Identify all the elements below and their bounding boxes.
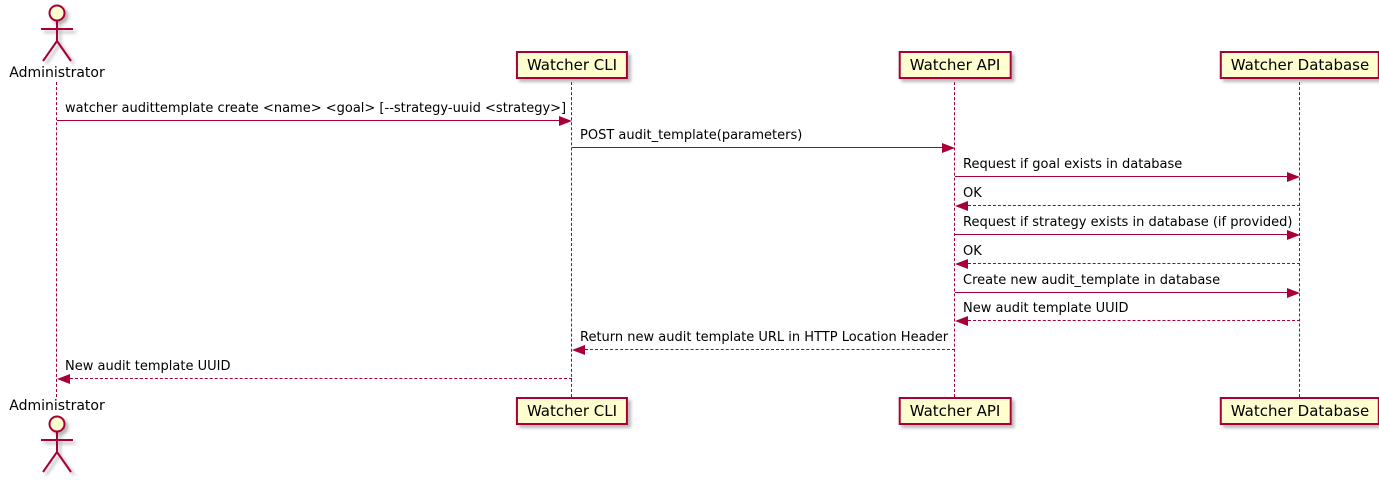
message-8-line: [968, 320, 1300, 321]
message-1-arrowhead: [559, 116, 572, 126]
participant-cli-bottom: Watcher CLI: [515, 397, 629, 425]
participant-cli-top: Watcher CLI: [515, 51, 629, 79]
message-2-arrowhead: [942, 143, 955, 153]
message-8-arrowhead: [955, 316, 968, 326]
lifeline-cli: [571, 82, 572, 397]
message-2-label: POST audit_template(parameters): [580, 128, 803, 143]
message-7-label: Create new audit_template in database: [963, 273, 1221, 288]
message-9-arrowhead: [572, 345, 585, 355]
message-8-label: New audit template UUID: [963, 301, 1129, 316]
message-5-line: [955, 234, 1287, 235]
message-10-arrowhead: [57, 374, 70, 384]
message-4-arrowhead: [955, 201, 968, 211]
message-6-arrowhead: [955, 259, 968, 269]
message-6-line: [968, 263, 1300, 264]
message-9-line: [585, 349, 955, 350]
message-5-label: Request if strategy exists in database (…: [963, 215, 1293, 230]
message-1-label: watcher audittemplate create <name> <goa…: [65, 101, 567, 116]
message-7-arrowhead: [1287, 288, 1300, 298]
participant-db-top: Watcher Database: [1219, 51, 1379, 79]
message-10-line: [70, 378, 572, 379]
message-7-line: [955, 292, 1287, 293]
message-4-label: OK: [963, 186, 982, 201]
message-4-line: [968, 205, 1300, 206]
actor-stick-figure-icon: [41, 415, 73, 473]
actor-admin-top-label: Administrator: [9, 65, 105, 81]
message-1-line: [57, 120, 559, 121]
lifeline-api: [954, 82, 955, 397]
participant-db-bottom: Watcher Database: [1219, 397, 1379, 425]
actor-admin-top-figure: [25, 3, 89, 67]
message-3-label: Request if goal exists in database: [963, 157, 1183, 172]
message-5-arrowhead: [1287, 230, 1300, 240]
message-10-label: New audit template UUID: [65, 359, 231, 374]
message-2-line: [572, 147, 942, 148]
message-3-arrowhead: [1287, 172, 1300, 182]
actor-admin-bottom-figure: [25, 414, 89, 478]
message-3-line: [955, 176, 1287, 177]
participant-api-bottom: Watcher API: [898, 397, 1012, 425]
lifeline-admin: [56, 82, 57, 397]
message-9-label: Return new audit template URL in HTTP Lo…: [580, 330, 949, 345]
message-6-label: OK: [963, 244, 982, 259]
actor-stick-figure-icon: [41, 4, 73, 62]
participant-api-top: Watcher API: [898, 51, 1012, 79]
actor-admin-bottom-label: Administrator: [9, 398, 105, 414]
